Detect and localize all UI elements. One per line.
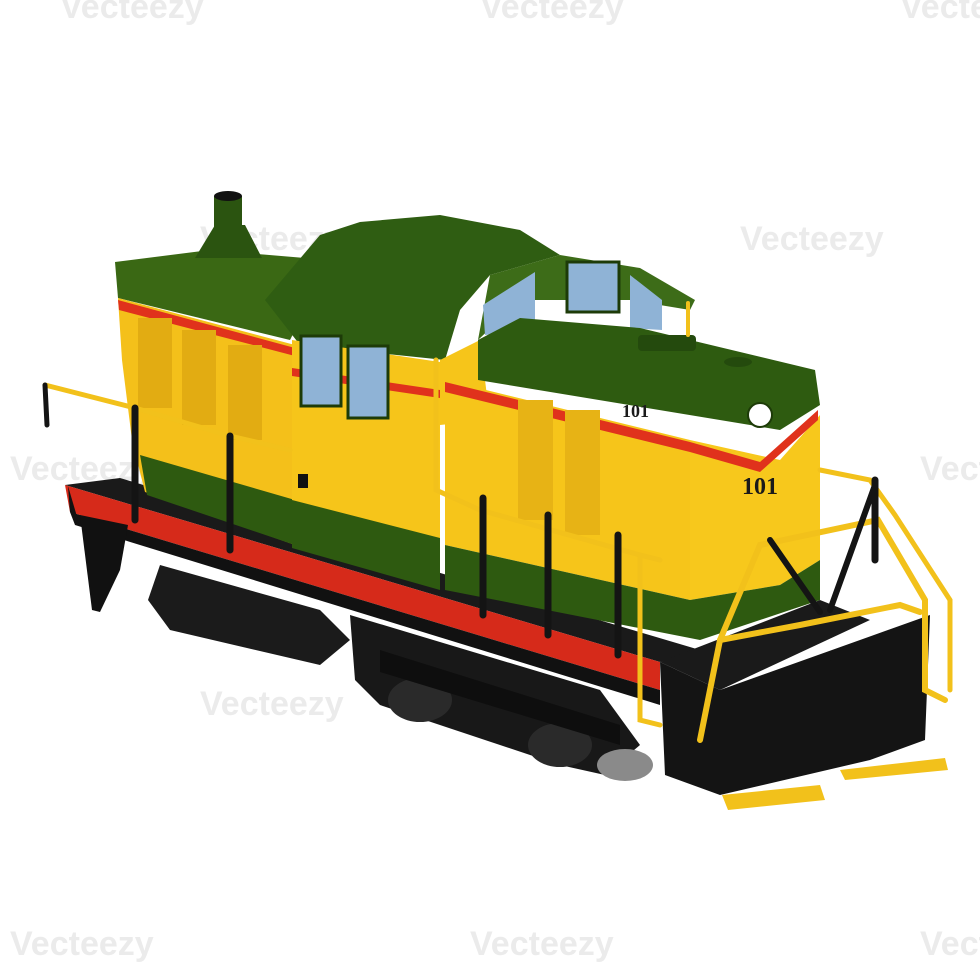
watermark-text: Vecteezy [60, 0, 204, 26]
louver-panel [138, 318, 172, 408]
hood-louvers [138, 318, 262, 440]
watermark-row-bottom: Vecteezy Vecteezy Vecteezy [10, 925, 980, 963]
front-step [722, 785, 825, 810]
watermark-text: Vecteezy [740, 220, 884, 258]
exhaust-stack [214, 196, 242, 231]
exhaust-stack-top [214, 191, 242, 201]
railings [42, 301, 953, 743]
hood-doors [518, 400, 600, 535]
watermark-text: Vecteezy [900, 0, 980, 26]
cab-front-window [630, 275, 662, 330]
front-brace [827, 482, 878, 613]
wheel [597, 749, 653, 781]
front-brace [767, 537, 823, 615]
louver-panel [182, 330, 216, 425]
rear-pilot-step [68, 486, 78, 520]
fuel-tank [148, 565, 350, 665]
cab-front-window [565, 260, 621, 314]
cab-door-handle [298, 474, 308, 488]
long-hood-green-lower [140, 455, 295, 545]
watermark-text: Vecteezy [920, 925, 980, 963]
headlight [747, 402, 773, 428]
locomotive: 101 101 [42, 191, 953, 810]
exhaust-stack-base [195, 225, 262, 258]
watermark-text: Vecteezy [920, 450, 980, 488]
cab-number: 101 [622, 401, 649, 421]
louver-panel [228, 345, 262, 440]
watermark-text: Vecteezy [200, 685, 344, 723]
front-handrail-inner [717, 601, 923, 643]
undercarriage [148, 565, 653, 781]
hood-door [518, 400, 553, 520]
short-hood-green-lower [445, 545, 820, 640]
rail-post [42, 382, 50, 428]
horn [638, 335, 696, 351]
running-board-red [65, 485, 660, 690]
bell [724, 357, 752, 367]
long-hood [115, 191, 330, 545]
rear-handrail [42, 382, 293, 453]
cab-side-window [299, 334, 343, 408]
cab-side-green-lower [292, 500, 440, 590]
short-hood-top [478, 318, 820, 430]
watermark-layer: Vecteezy Vecteezy Vecteezy Vecteezy Vect… [10, 0, 980, 963]
long-hood-top [115, 250, 330, 340]
truck-frame [380, 650, 620, 745]
watermark-text: Vecteezy [10, 925, 154, 963]
watermark-row-top: Vecteezy Vecteezy Vecteezy [60, 0, 980, 26]
rear-pilot [80, 515, 128, 612]
watermark-text: Vecteezy [480, 0, 624, 26]
cab-roof [265, 215, 560, 360]
front-handrail-top [817, 467, 953, 693]
watermark-text: Vecteezy [470, 925, 614, 963]
long-hood-red-stripe [118, 300, 295, 356]
front-pilot [660, 615, 930, 795]
wheel [528, 723, 592, 767]
side-handrail-drop [637, 552, 663, 728]
short-hood: 101 101 [445, 318, 820, 640]
running-board-black [70, 512, 660, 705]
nose-number: 101 [742, 474, 778, 500]
cab-side-window [346, 344, 390, 420]
front-step [840, 758, 948, 780]
hood-door [565, 410, 600, 535]
